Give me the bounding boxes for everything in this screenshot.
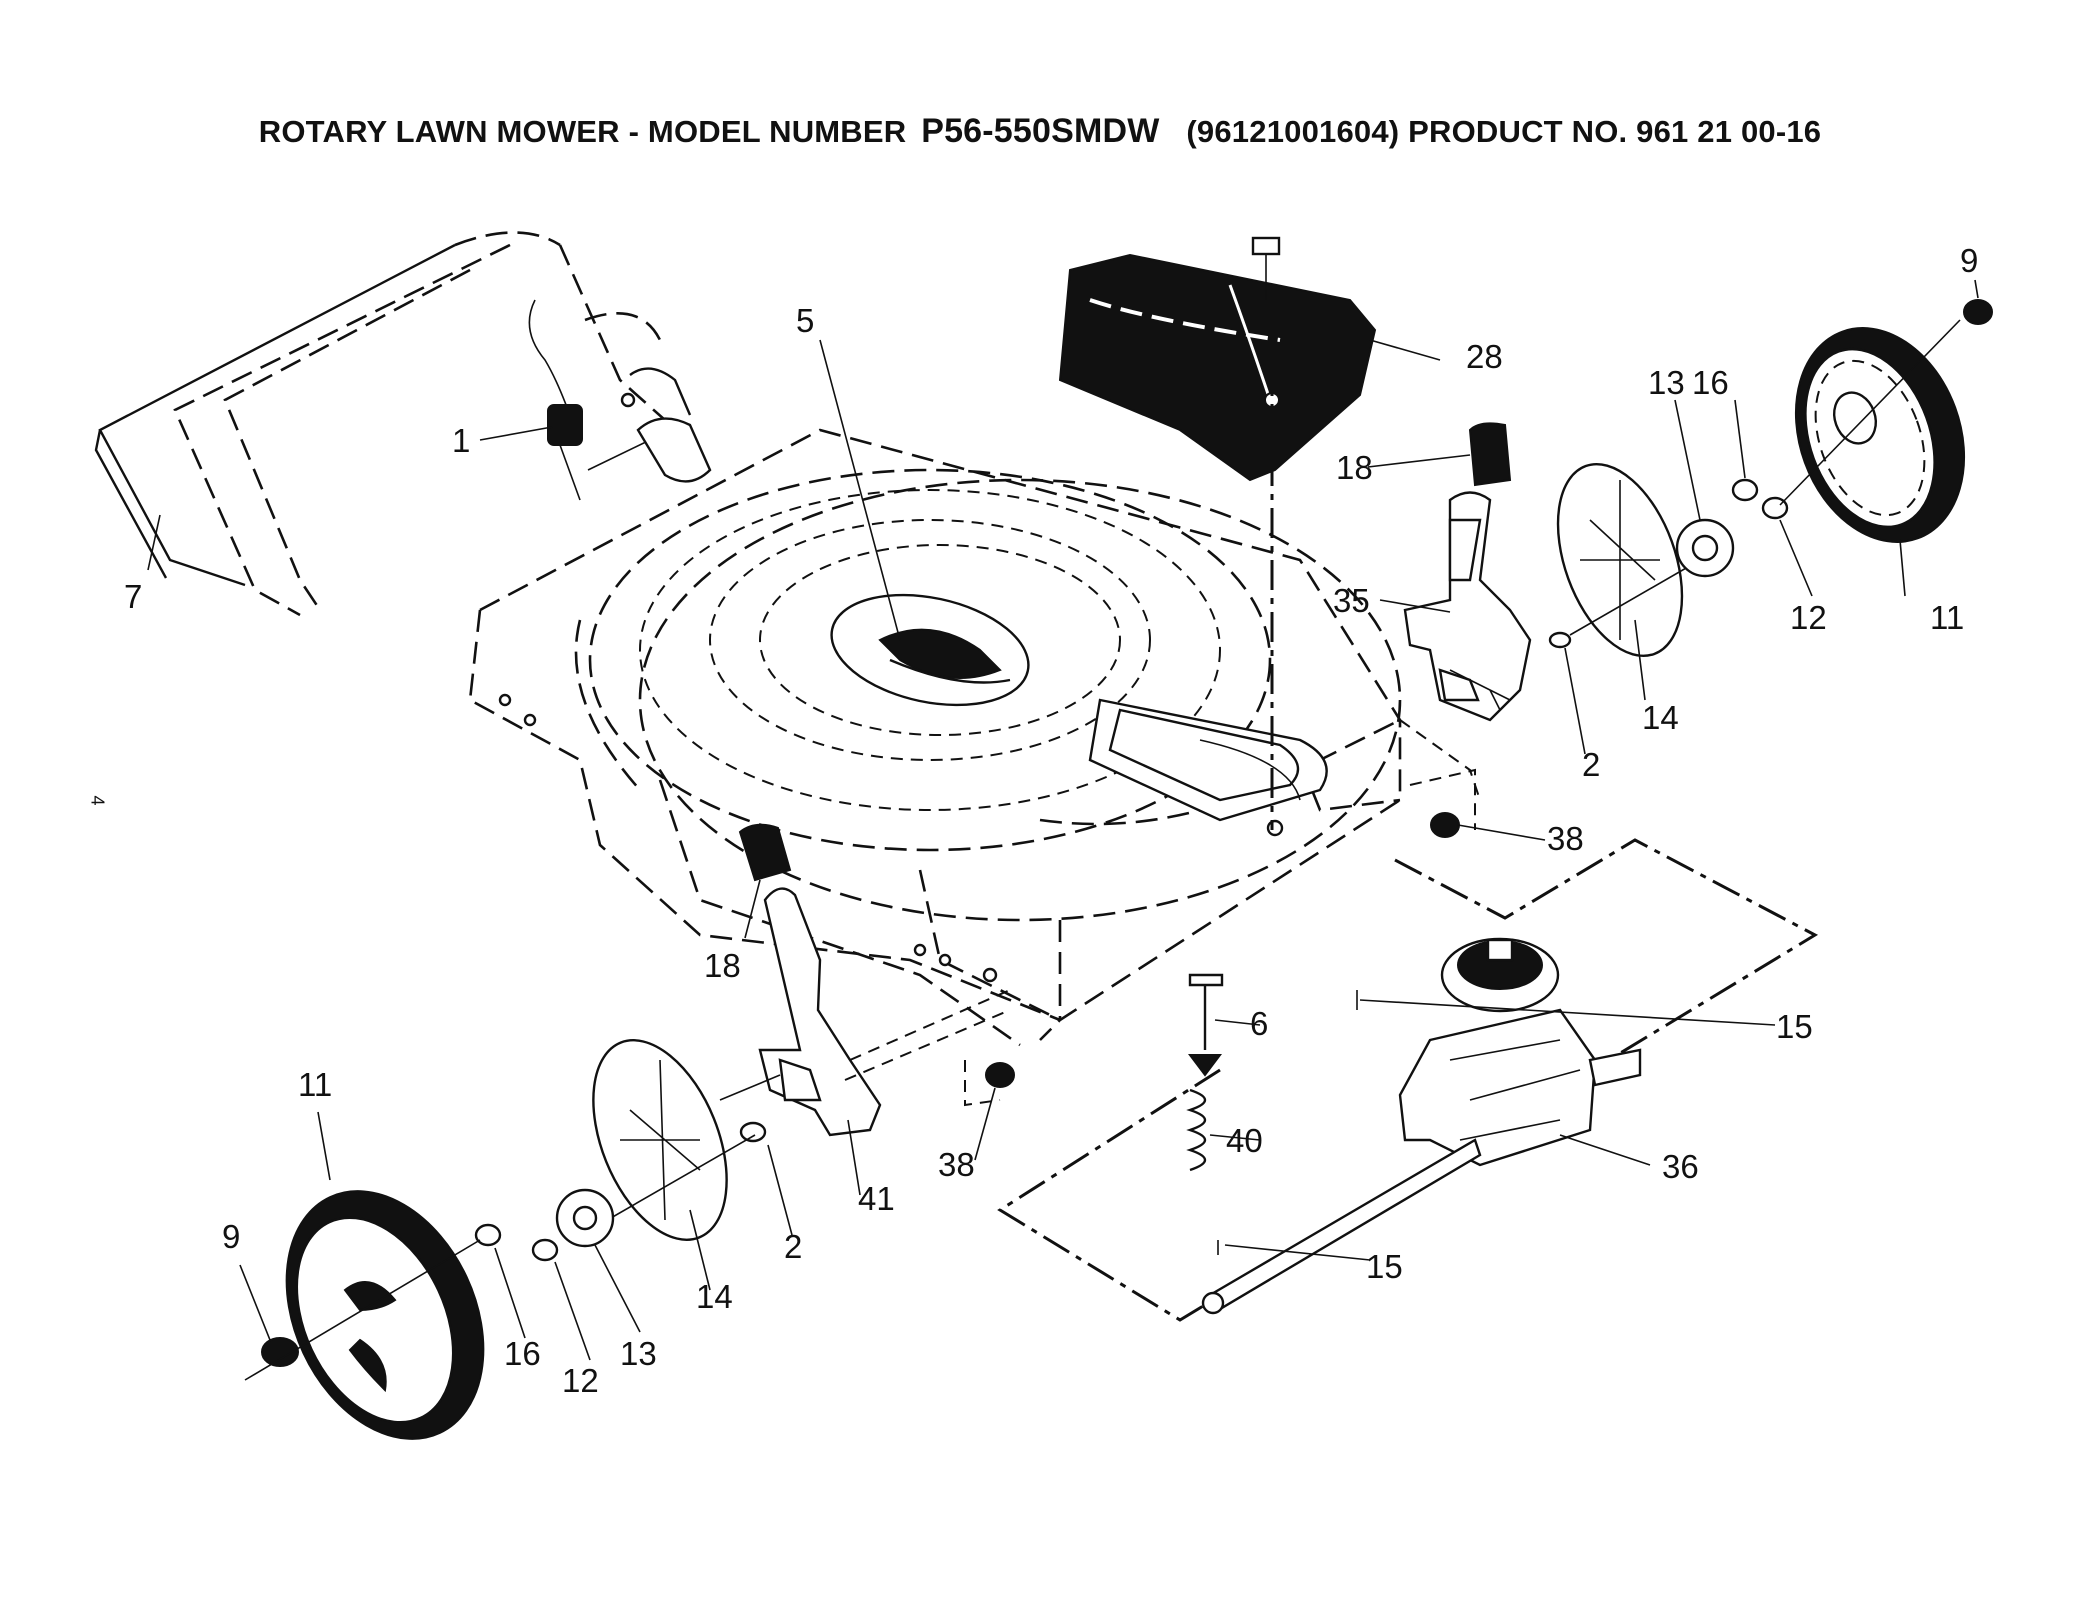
mower-deck <box>468 428 1481 1047</box>
washer-right-16 <box>1731 478 1759 502</box>
callout-18-left: 18 <box>704 947 741 984</box>
callout-7: 7 <box>124 578 142 615</box>
handle-assembly <box>94 231 712 617</box>
callout-16-left: 16 <box>504 1335 541 1372</box>
callout-15-right: 15 <box>1776 1008 1813 1045</box>
callout-11-right: 11 <box>1930 599 1964 636</box>
bolt-head-icon <box>1251 236 1281 256</box>
callout-labels: 1 7 5 28 18 35 13 16 9 14 2 12 11 38 18 … <box>124 242 1978 1399</box>
callout-2-left: 2 <box>784 1228 802 1265</box>
cable-spring-icon <box>547 404 583 446</box>
callout-18-right: 18 <box>1336 449 1373 486</box>
washer-right-2 <box>1548 631 1572 649</box>
callout-38-right: 38 <box>1547 820 1584 857</box>
callout-13-right: 13 <box>1648 364 1685 401</box>
right-wheel-group <box>1548 299 1993 658</box>
nut-left-9 <box>261 1337 299 1367</box>
transmission-assembly <box>997 838 1819 1322</box>
washer-left-2 <box>739 1121 767 1143</box>
callout-36: 36 <box>1662 1148 1699 1185</box>
spring-40 <box>1186 1088 1207 1172</box>
title-suffix: (96121001604) PRODUCT NO. 961 21 00-16 <box>1186 114 1822 149</box>
callout-38-left: 38 <box>938 1146 975 1183</box>
callout-40: 40 <box>1226 1122 1263 1159</box>
callout-5: 5 <box>796 302 814 339</box>
callout-1: 1 <box>452 422 470 459</box>
callout-13-left: 13 <box>620 1335 657 1372</box>
callout-9-right: 9 <box>1960 242 1978 279</box>
clip-left-12 <box>531 1238 559 1262</box>
model-number: P56-550SMDW <box>921 112 1160 150</box>
callout-15-left: 15 <box>1366 1248 1403 1285</box>
leader-lines <box>147 279 1979 1361</box>
callout-9-left: 9 <box>222 1218 240 1255</box>
callout-12-right: 12 <box>1790 599 1827 636</box>
callout-2-right: 2 <box>1582 746 1600 783</box>
callout-6: 6 <box>1250 1005 1268 1042</box>
title-prefix: ROTARY LAWN MOWER - MODEL NUMBER <box>258 114 907 149</box>
callout-35: 35 <box>1333 582 1370 619</box>
diagram-title: ROTARY LAWN MOWER - MODEL NUMBER P56-550… <box>0 112 2080 151</box>
nut-38-left <box>985 1062 1015 1088</box>
callout-16-right: 16 <box>1692 364 1729 401</box>
left-wheel-group <box>244 1039 767 1440</box>
callout-41: 41 <box>858 1180 895 1217</box>
callout-28: 28 <box>1466 338 1503 375</box>
right-height-adjuster <box>1403 422 1532 722</box>
callout-12-left: 12 <box>562 1362 599 1399</box>
nut-right-9 <box>1963 299 1993 325</box>
nut-38-right <box>1430 812 1460 838</box>
left-height-adjuster <box>719 823 1011 1137</box>
washer-left-16 <box>474 1223 502 1247</box>
callout-14-left: 14 <box>696 1278 733 1315</box>
callout-14-right: 14 <box>1642 699 1679 736</box>
rear-flap <box>1058 236 1377 830</box>
callout-11-left: 11 <box>298 1066 332 1103</box>
